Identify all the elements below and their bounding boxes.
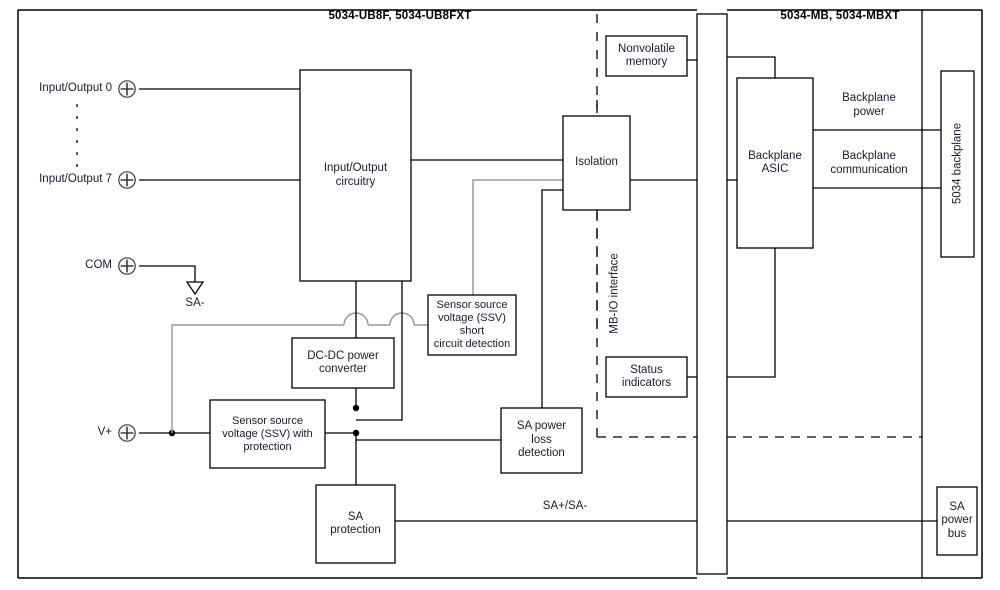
vplus-wire: [139, 429, 210, 437]
block-ssv-short-circuit: [427, 294, 517, 356]
block-mb-io-interface: [696, 13, 728, 575]
asic-top-wire: [727, 56, 776, 78]
block-dcdc-converter: [291, 337, 395, 389]
ssv-sense-gray-trace: [171, 312, 428, 433]
block-5034-backplane: [940, 70, 975, 258]
block-ssv-protection: [209, 399, 326, 469]
block-sa-power-bus: [936, 486, 978, 556]
screw-terminal-icon-com: [118, 257, 136, 275]
block-backplane-asic: [736, 77, 814, 249]
screw-terminal-icon-io7: [118, 171, 136, 189]
block-io-circuitry: [299, 69, 412, 282]
block-nonvolatile-memory: [605, 35, 688, 77]
ssv-short-to-isolation-gray: [472, 179, 563, 295]
label-mb-io-interface: MB-IO interface: [608, 253, 621, 334]
block-sa-power-loss: [500, 407, 583, 474]
screw-terminal-icon-vplus: [118, 424, 136, 442]
title-right: 5034-MB, 5034-MBXT: [780, 10, 900, 22]
terminal-label-com: COM: [85, 259, 112, 271]
label-5034-backplane: 5034 backplane: [951, 122, 964, 205]
block-isolation: [562, 115, 631, 211]
title-left: 5034-UB8F, 5034-UB8FXT: [328, 10, 472, 22]
isolation-boundary: [596, 14, 922, 438]
screw-terminal-icon-io0: [118, 80, 136, 98]
block-sa-protection: [315, 484, 396, 564]
terminal-label-io0: Input/Output 0: [39, 82, 112, 94]
com-ground-wire: [139, 265, 205, 296]
block-status-indicators: [605, 356, 688, 398]
terminal-label-io7: Input/Output 7: [39, 173, 112, 185]
junction-dot-dcdc-out: [352, 404, 360, 412]
terminal-label-vplus: V+: [97, 426, 112, 438]
sa-power-loss-to-isolation-wire: [541, 189, 563, 408]
outer-border: [17, 9, 983, 579]
io-down-wire-b: [356, 281, 403, 421]
asic-bottom-wire: [727, 248, 776, 378]
